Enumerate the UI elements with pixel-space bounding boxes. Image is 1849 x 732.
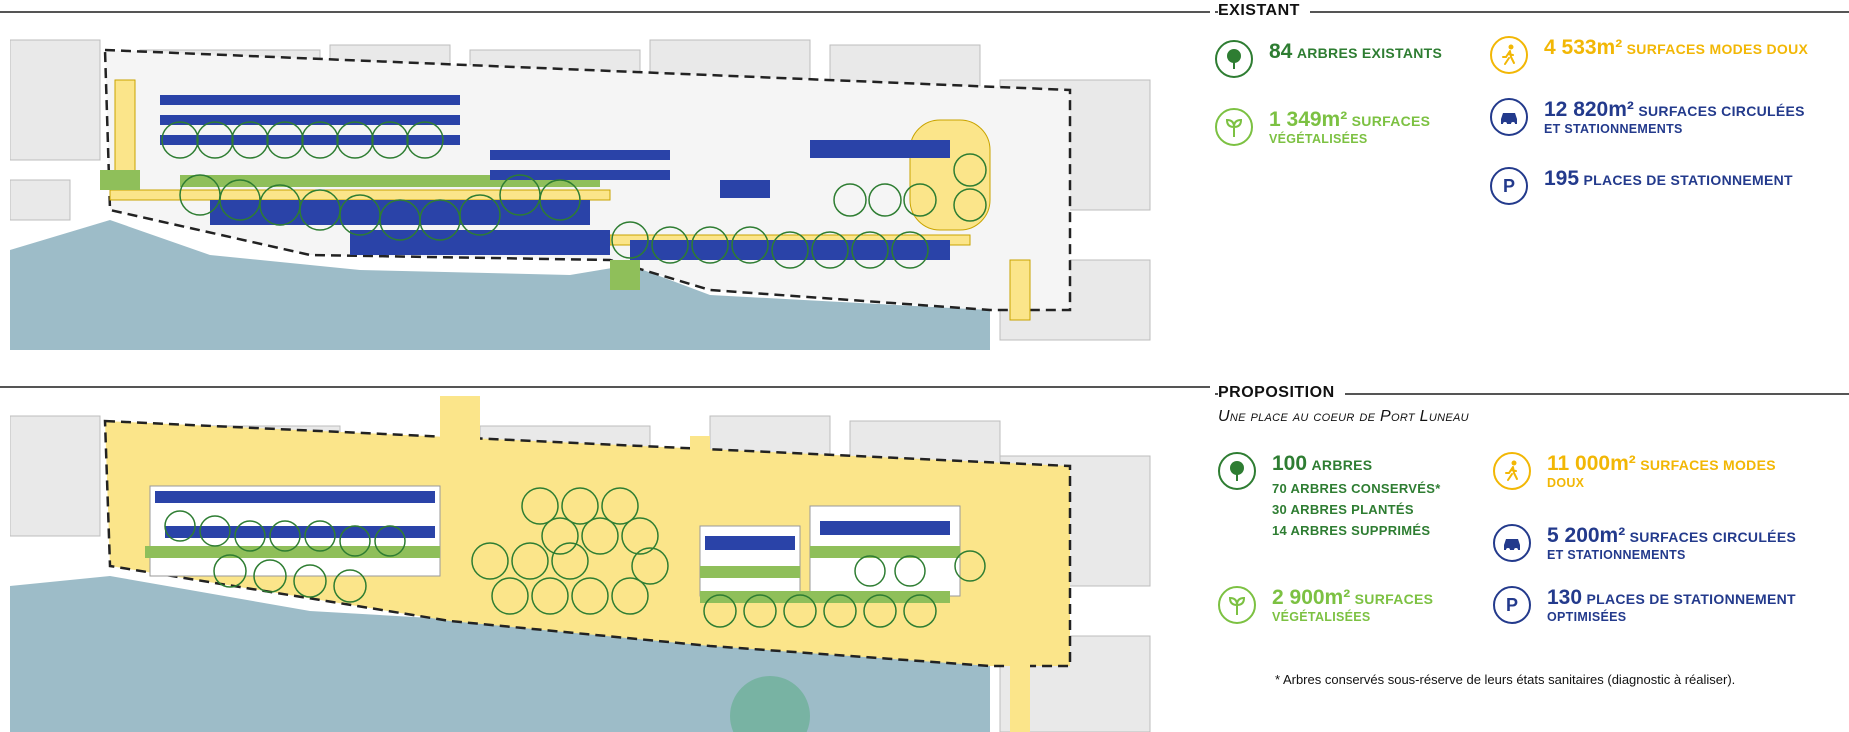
existant-circulation-label: surfaces circulées [1638, 103, 1805, 119]
proposition-trees-kept: 70 arbres conservés* [1272, 481, 1441, 497]
existant-soft-modes-stat: 4 533m² surfaces modes doux [1490, 36, 1808, 74]
proposition-soft-modes-stat: 11 000m² Surfaces modes doux [1493, 452, 1776, 491]
tree-icon [1215, 40, 1253, 78]
existing-site-plan [10, 20, 1162, 350]
top-rule [0, 11, 1210, 13]
proposition-circulation-value: 5 200m² [1547, 524, 1626, 547]
sprout-icon [1215, 108, 1253, 146]
proposition-trees-label: Arbres [1311, 457, 1373, 473]
existant-rule [1215, 11, 1849, 13]
proposition-soft-modes-label: Surfaces modes [1640, 457, 1776, 473]
proposition-soft-modes-value: 11 000m² [1547, 452, 1636, 475]
car-icon [1493, 524, 1531, 562]
proposition-trees-planted: 30 arbres plantés [1272, 502, 1414, 518]
existant-trees-label: Arbres existants [1296, 45, 1443, 61]
pedestrian-icon [1493, 452, 1531, 490]
existant-parking-stat: P 195 Places de stationnement [1490, 167, 1793, 205]
proposition-trees-value: 100 [1272, 452, 1308, 475]
proposition-parking-label: Places de stationnement [1586, 591, 1796, 607]
existant-parking-value: 195 [1544, 167, 1580, 190]
middle-rule [0, 386, 1210, 388]
proposition-parking-label2: optimisées [1547, 610, 1627, 625]
proposition-subtitle: Une place au coeur de Port Luneau [1218, 408, 1469, 425]
existant-trees-stat: 84 Arbres existants [1215, 40, 1442, 78]
existant-circulation-value: 12 820m² [1544, 98, 1634, 121]
existant-green-surface-stat: 1 349m² surfaces végétalisées [1215, 108, 1430, 147]
proposition-rule [1215, 393, 1849, 395]
existant-green-surface-label2: végétalisées [1269, 132, 1368, 147]
proposition-parking-value: 130 [1547, 586, 1583, 609]
proposition-soft-modes-label2: doux [1547, 476, 1585, 491]
existant-soft-modes-label: surfaces modes doux [1626, 41, 1809, 57]
parking-icon: P [1493, 586, 1531, 624]
existant-green-surface-label: surfaces [1351, 113, 1431, 129]
svg-text:P: P [1506, 595, 1518, 615]
existant-title: Existant [1218, 2, 1310, 20]
proposition-title: Proposition [1218, 384, 1345, 402]
proposition-green-surface-value: 2 900m² [1272, 586, 1351, 609]
proposition-circulation-label: surfaces circulées [1629, 529, 1797, 545]
svg-text:P: P [1503, 176, 1515, 196]
proposition-green-surface-label: Surfaces [1354, 591, 1434, 607]
sprout-icon [1218, 586, 1256, 624]
existant-circulation-label2: et stationnements [1544, 122, 1683, 137]
existant-parking-label: Places de stationnement [1583, 172, 1793, 188]
proposition-parking-stat: P 130 Places de stationnement optimisées [1493, 586, 1796, 625]
proposition-trees-removed: 14 arbres supprimés [1272, 523, 1431, 539]
proposition-trees-stat: 100 Arbres 70 arbres conservés* 30 arbre… [1218, 452, 1441, 539]
footnote: * Arbres conservés sous-réserve de leurs… [1275, 672, 1736, 687]
proposition-circulation-stat: 5 200m² surfaces circulées et stationneme… [1493, 524, 1796, 563]
existant-trees-value: 84 [1269, 40, 1293, 63]
car-icon [1490, 98, 1528, 136]
tree-icon [1218, 452, 1256, 490]
proposition-green-surface-label2: végétalisées [1272, 610, 1371, 625]
proposition-green-surface-stat: 2 900m² Surfaces végétalisées [1218, 586, 1433, 625]
existant-green-surface-value: 1 349m² [1269, 108, 1348, 131]
existant-soft-modes-value: 4 533m² [1544, 36, 1623, 59]
existant-circulation-stat: 12 820m² surfaces circulées et stationnem… [1490, 98, 1805, 137]
proposed-site-plan [10, 396, 1162, 732]
proposition-circulation-label2: et stationnements [1547, 548, 1686, 563]
pedestrian-icon [1490, 36, 1528, 74]
parking-icon: P [1490, 167, 1528, 205]
